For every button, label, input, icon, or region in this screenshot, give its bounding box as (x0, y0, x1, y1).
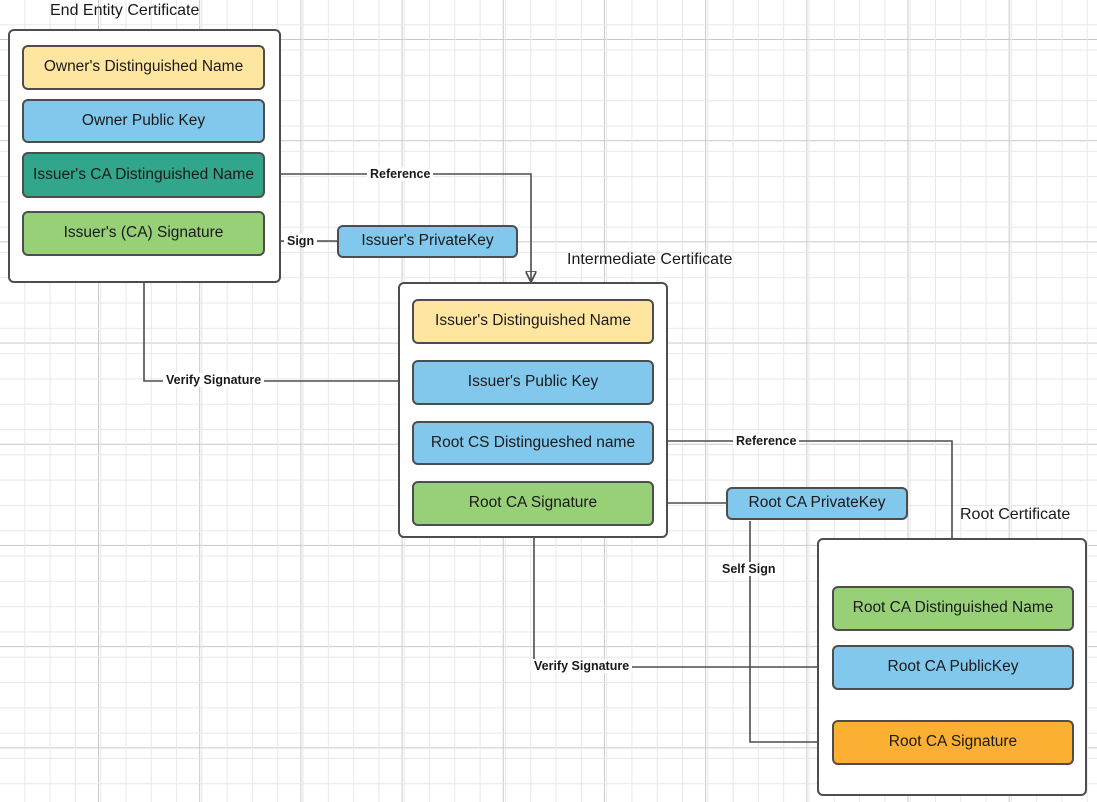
key-issuer-private-key[interactable]: Issuer's PrivateKey (337, 225, 518, 258)
field-issuer-ca-signature[interactable]: Issuer's (CA) Signature (22, 211, 265, 256)
field-issuer-public-key[interactable]: Issuer's Public Key (412, 360, 654, 405)
cert-title-intermediate: Intermediate Certificate (567, 251, 733, 268)
field-root-ca-signature[interactable]: Root CA Signature (832, 720, 1074, 765)
key-root-ca-private-key[interactable]: Root CA PrivateKey (726, 487, 908, 520)
edge-label-verify-signature-top: Verify Signature (163, 373, 265, 387)
field-root-ca-distinguished-name[interactable]: Root CA Distinguished Name (832, 586, 1074, 631)
field-root-cs-distingueshed-name[interactable]: Root CS Distingueshed name (412, 421, 654, 465)
cert-title-end-entity: End Entity Certificate (50, 2, 200, 19)
edge-label-sign: Sign (284, 234, 318, 248)
edge-label-verify-signature-bottom: Verify Signature (531, 659, 633, 673)
field-root-ca-public-key[interactable]: Root CA PublicKey (832, 645, 1074, 690)
field-owner-distinguished-name[interactable]: Owner's Distinguished Name (22, 45, 265, 90)
edge-label-reference-bottom: Reference (733, 434, 800, 448)
edge-label-reference-top: Reference (367, 167, 434, 181)
wire-verify-signature-bottom (534, 528, 831, 668)
field-intermediate-root-ca-signature[interactable]: Root CA Signature (412, 481, 654, 526)
field-issuer-ca-distinguished-name[interactable]: Issuer's CA Distinguished Name (22, 152, 265, 198)
field-owner-public-key[interactable]: Owner Public Key (22, 99, 265, 143)
edge-label-self-sign: Self Sign (719, 562, 779, 576)
cert-title-root: Root Certificate (960, 506, 1071, 523)
field-issuer-distinguished-name[interactable]: Issuer's Distinguished Name (412, 299, 654, 344)
